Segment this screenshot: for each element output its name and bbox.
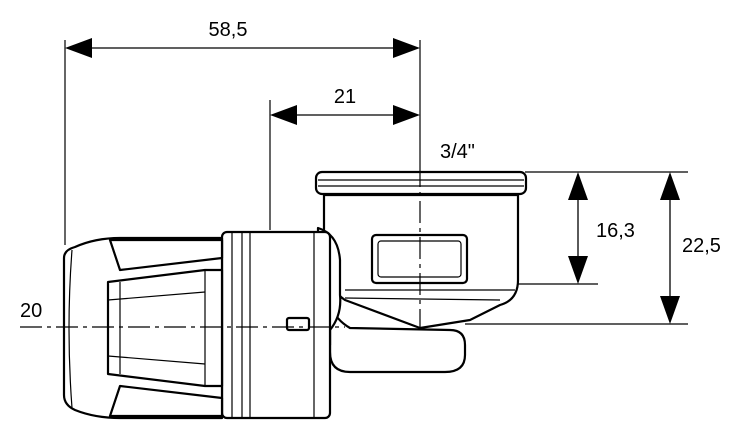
collet-finger-top [108, 238, 224, 272]
dimension-label-overall: 58,5 [209, 19, 248, 41]
thread-flange [314, 170, 528, 196]
dimension-label-height: 22,5 [682, 235, 721, 257]
dimension-inner-depth: 16,3 [568, 172, 635, 284]
center-lines [20, 165, 421, 330]
pipe-size-label: 20 [20, 300, 42, 322]
dimension-label-socket: 21 [334, 86, 356, 108]
arrow-down-icon [660, 296, 680, 324]
collet-finger-bottom [108, 384, 224, 418]
arrow-left-icon [65, 38, 92, 58]
arrow-right-icon [393, 38, 420, 58]
arrow-right-icon [393, 105, 420, 125]
dimension-total-height: 22,5 [660, 172, 721, 324]
dimension-overall-length: 58,5 [65, 19, 420, 58]
fitting-body [62, 170, 528, 420]
arrow-up-icon [568, 172, 588, 200]
elbow-outlet [328, 230, 467, 374]
arrow-left-icon [270, 105, 297, 125]
dimension-socket-length: 21 [270, 86, 420, 125]
arrow-down-icon [568, 256, 588, 284]
dimension-label-depth: 16,3 [596, 220, 635, 242]
locking-tab [285, 316, 311, 332]
thread-label: 3/4" [440, 141, 475, 163]
extension-lines [64, 40, 688, 325]
arrow-up-icon [660, 172, 680, 200]
